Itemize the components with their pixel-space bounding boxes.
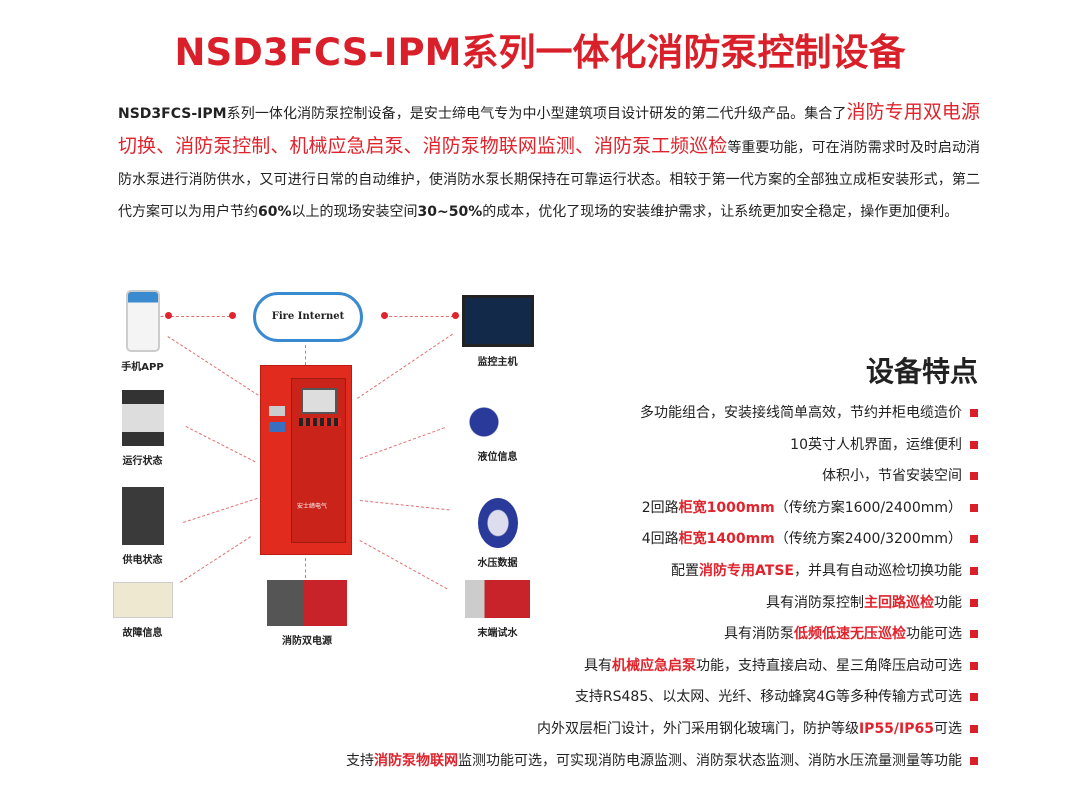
intro-text: 30~50% [417, 204, 483, 220]
feature-item: 内外双层柜门设计，外门采用钢化玻璃门，防护等级IP55/IP65可选 [346, 714, 978, 746]
pressure-sensor-icon [477, 498, 518, 548]
intro-text: 的成本，优化了现场的安装维护需求，让系统更加安全稳定，操作更加便利。 [482, 204, 959, 220]
feature-text: 支持RS485、以太网、光纤、移动蜂窝4G等多种传输方式可选 [574, 689, 962, 706]
control-cabinet-image: 安士缔电气 [260, 365, 352, 555]
feature-item: 多功能组合，安装接线简单高效，节约并柜电缆造价 [346, 398, 978, 430]
level-sensor-icon [462, 402, 533, 442]
item-test: 末端试水 [455, 580, 540, 639]
feature-text: 功能，支持直接启动、星三角降压启动可选 [696, 657, 962, 674]
feature-text: 体积小，节省安装空间 [822, 468, 962, 485]
bullet-square-icon [970, 566, 978, 575]
item-dual: 消防双电源 [262, 580, 352, 647]
feature-text: 支持 [346, 752, 374, 769]
feature-text: 具有消防泵控制 [766, 594, 864, 611]
bullet-square-icon [970, 535, 978, 544]
bullet-square-icon [970, 630, 978, 639]
intro-text: 系列一体化消防泵控制设备，是安士缔电气专为中小型建筑项目设计研发的第二代升级产品… [226, 106, 847, 122]
feature-text: 4回路 [641, 531, 679, 548]
feature-highlight: 柜宽1400mm [678, 531, 775, 548]
intro-text: 以上的现场安装空间 [291, 204, 418, 220]
bullet-square-icon [970, 472, 978, 481]
feature-item: 配置消防专用ATSE，并具有自动巡检切换功能 [346, 556, 978, 588]
feature-item: 具有消防泵低频低速无压巡检功能可选 [346, 619, 978, 651]
monitor-icon [461, 295, 534, 347]
feature-text: （传统方案1600/2400mm） [774, 499, 962, 516]
feature-item: 2回路柜宽1000mm（传统方案1600/2400mm） [346, 493, 978, 525]
cloud-icon: Fire Internet [253, 292, 363, 342]
intro-text: NSD3FCS-IPM [118, 106, 227, 122]
feature-highlight: 消防泵物联网 [374, 752, 458, 769]
feature-text: （传统方案2400/3200mm） [774, 531, 962, 548]
breaker-icon [121, 487, 164, 545]
feature-text: ，并具有自动巡检切换功能 [794, 562, 962, 579]
intro-paragraph: NSD3FCS-IPM系列一体化消防泵控制设备，是安士缔电气专为中小型建筑项目设… [118, 96, 980, 228]
feature-item: 支持RS485、以太网、光纤、移动蜂窝4G等多种传输方式可选 [346, 682, 978, 714]
feature-text: 2回路 [641, 499, 679, 516]
item-pressure: 水压数据 [455, 498, 540, 569]
dual-power-icon [267, 580, 347, 626]
feature-text: 10英寸人机界面，运维便利 [790, 436, 962, 453]
bullet-square-icon [970, 724, 978, 733]
bullet-square-icon [970, 503, 978, 512]
features-list: 多功能组合，安装接线简单高效，节约并柜电缆造价 10英寸人机界面，运维便利体积小，… [346, 398, 978, 777]
features-title: 设备特点 [865, 355, 978, 388]
feature-item: 支持消防泵物联网监测功能可选，可实现消防电源监测、消防泵状态监测、消防水压流量测… [346, 746, 978, 778]
item-monitor: 监控主机 [455, 295, 540, 368]
intro-text: 等重要功能，可在消防需求时及时启动消防水泵进行消防供水，又可进行日常的自动维护，… [118, 140, 980, 220]
connector-dot [165, 312, 172, 319]
feature-text: 可选 [934, 720, 962, 737]
bullet-square-icon [970, 440, 978, 449]
connector-dot [452, 312, 459, 319]
contactor-icon [121, 390, 164, 446]
feature-highlight: IP55/IP65 [858, 720, 934, 737]
bullet-square-icon [970, 661, 978, 670]
bullet-square-icon [970, 409, 978, 417]
item-app: 手机APP [105, 290, 180, 373]
connector-dot [229, 312, 236, 319]
feature-text: 监测功能可选，可实现消防电源监测、消防泵状态监测、消防水压流量测量等功能 [458, 752, 962, 769]
feature-item: 4回路柜宽1400mm（传统方案2400/3200mm） [346, 524, 978, 556]
feature-highlight: 低频低速无压巡检 [794, 626, 906, 643]
item-level: 液位信息 [455, 402, 540, 463]
page-title: NSD3FCS-IPM系列一体化消防泵控制设备 [174, 31, 906, 74]
feature-text: 功能 [934, 594, 962, 611]
connector-dot [381, 312, 388, 319]
feature-highlight: 主回路巡检 [864, 594, 934, 611]
feature-highlight: 消防专用ATSE [699, 562, 794, 579]
feature-highlight: 柜宽1000mm [678, 499, 775, 516]
feature-item: 具有机械应急启泵功能，支持直接启动、星三角降压启动可选 [346, 651, 978, 683]
test-valve-icon [465, 580, 530, 618]
feature-item: 体积小，节省安装空间 [346, 461, 978, 493]
bullet-square-icon [970, 756, 978, 765]
feature-text: 具有消防泵 [724, 626, 794, 643]
feature-text: 配置 [671, 562, 700, 579]
item-fault: 故障信息 [100, 582, 185, 639]
highlight-text: 消防专用双电源切换、消防泵控制、机械应急启泵、消防泵物联网监测、消防泵工频巡检 [118, 101, 980, 157]
fault-panel-icon [112, 582, 173, 618]
feature-text: 多功能组合，安装接线简单高效，节约并柜电缆造价 [640, 405, 962, 421]
feature-text: 具有 [584, 657, 612, 674]
phone-icon [125, 290, 160, 352]
item-power: 供电状态 [105, 487, 180, 566]
bullet-square-icon [970, 693, 978, 702]
intro-text: 60% [258, 204, 292, 220]
bullet-square-icon [970, 598, 978, 607]
feature-text: 内外双层柜门设计，外门采用钢化玻璃门，防护等级 [536, 720, 859, 737]
feature-highlight: 机械应急启泵 [612, 657, 696, 674]
feature-text: 功能可选 [906, 626, 962, 643]
item-run: 运行状态 [105, 390, 180, 467]
feature-item: 10英寸人机界面，运维便利 [346, 430, 978, 462]
feature-item: 具有消防泵控制主回路巡检功能 [346, 588, 978, 620]
